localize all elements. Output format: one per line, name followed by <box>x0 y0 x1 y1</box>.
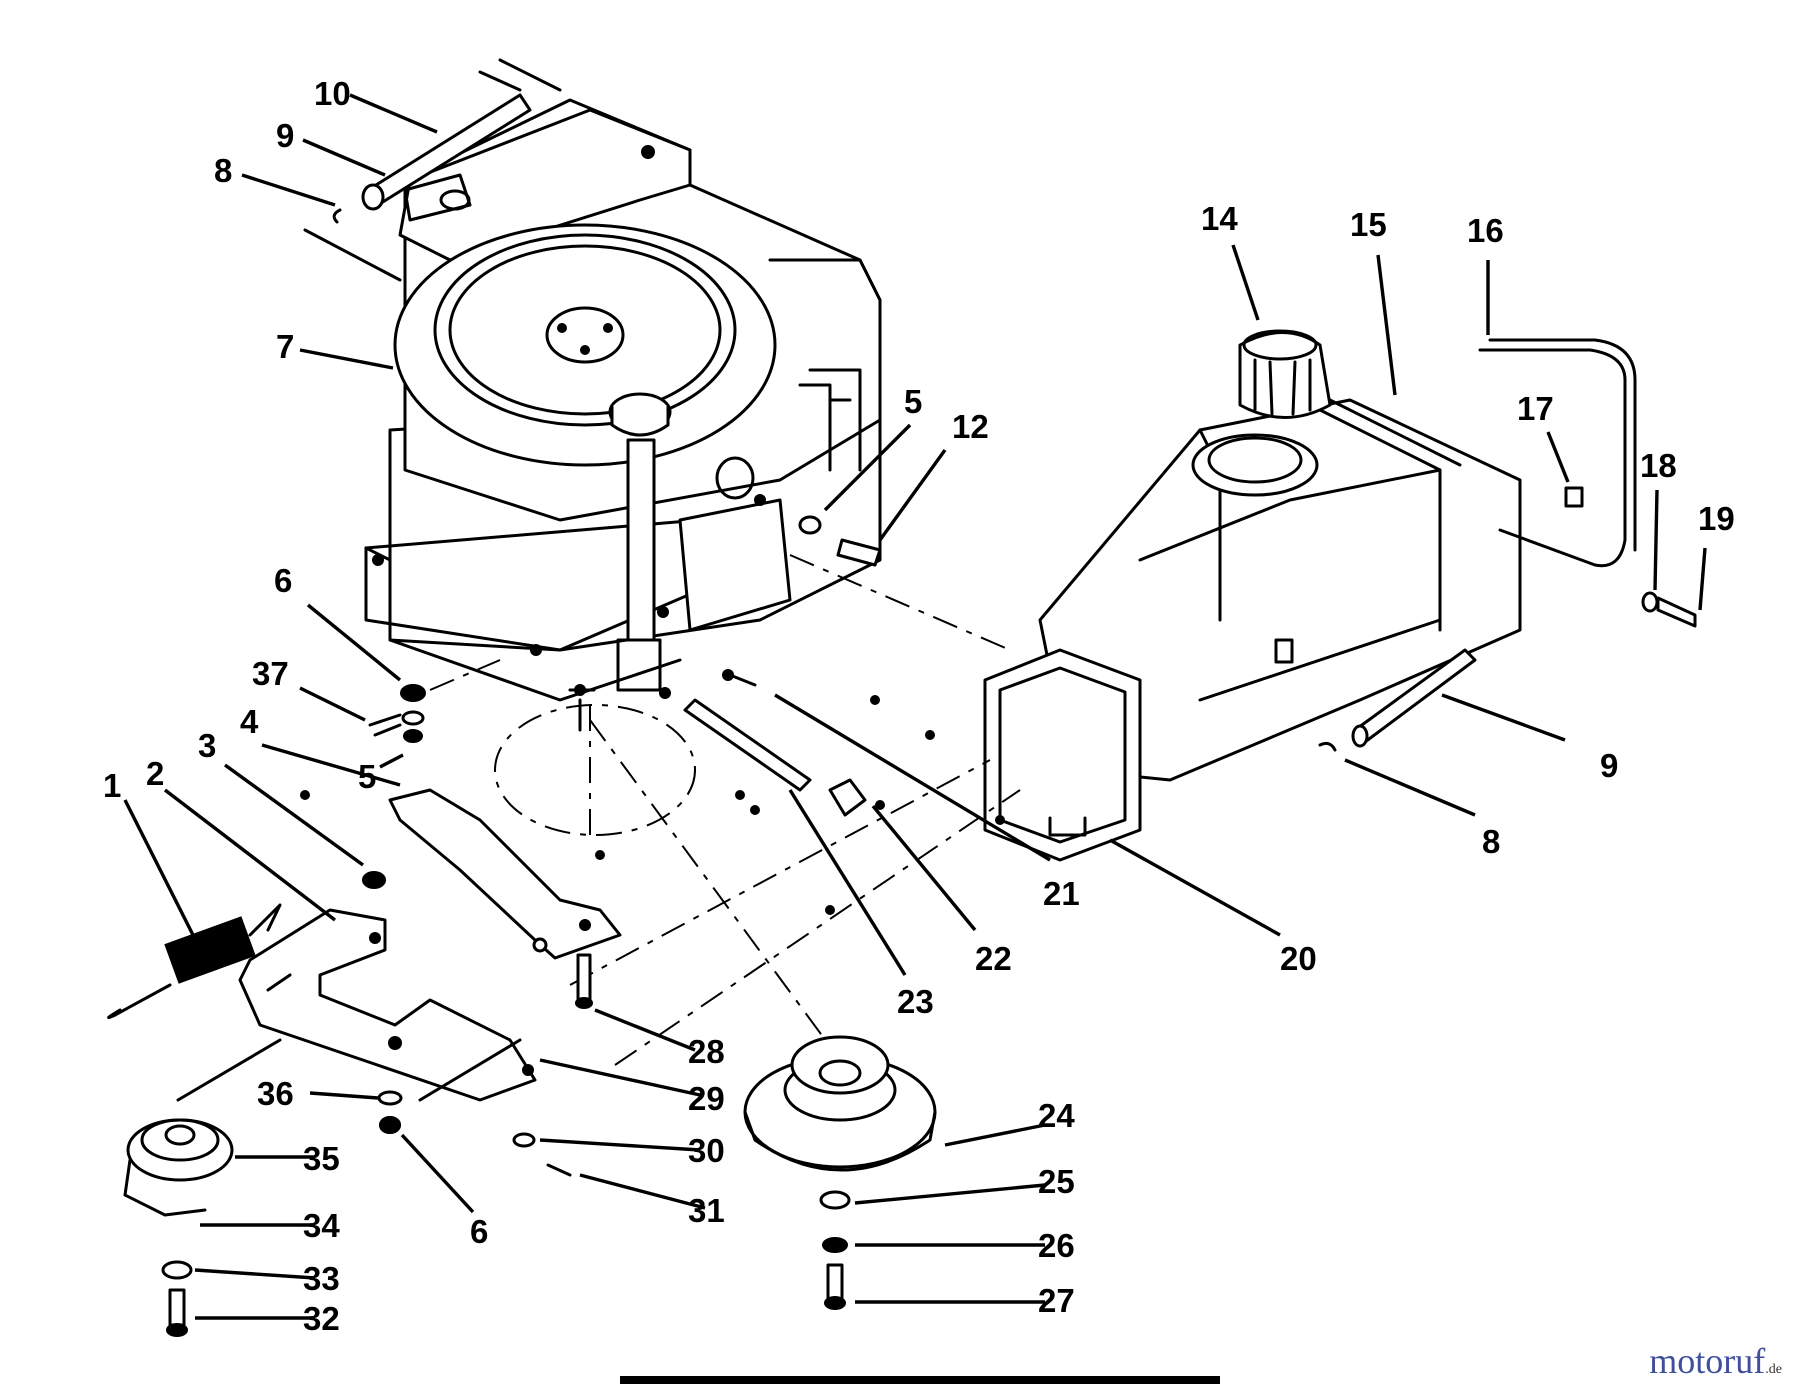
callout-label: 9 <box>276 117 294 154</box>
callout-label: 37 <box>252 655 289 692</box>
leader-lines <box>123 93 1707 1320</box>
engine-pulley <box>743 1035 937 1310</box>
callout-label: 5 <box>358 758 376 795</box>
callout-label: 36 <box>257 1075 294 1112</box>
callout-label: 14 <box>1201 200 1238 237</box>
callout-label: 27 <box>1038 1282 1075 1319</box>
callout-label: 19 <box>1698 500 1735 537</box>
spring-part-1 <box>107 903 282 1020</box>
callout-label: 22 <box>975 940 1012 977</box>
callout-label: 28 <box>688 1033 725 1070</box>
idler-pulley <box>123 1038 282 1337</box>
callout-label: 35 <box>303 1140 340 1177</box>
callout-label: 1 <box>103 767 121 804</box>
callout-label: 33 <box>303 1260 340 1297</box>
idler-arm <box>238 908 537 1102</box>
callout-label: 9 <box>1600 747 1618 784</box>
callout-numbers: 10 9 8 7 14 15 16 5 12 17 18 19 6 37 4 3… <box>103 75 1735 1337</box>
callout-label: 23 <box>897 983 934 1020</box>
callout-label: 7 <box>276 328 294 365</box>
throttle-cable <box>303 58 562 282</box>
callout-label: 17 <box>1517 390 1554 427</box>
callout-label: 2 <box>146 755 164 792</box>
bracket-4 <box>388 788 622 960</box>
engine <box>364 98 882 732</box>
cropped-title-fragment <box>620 1376 1220 1384</box>
callout-label: 31 <box>688 1192 725 1229</box>
watermark: motoruf.de <box>1649 1340 1782 1382</box>
callout-label: 30 <box>688 1132 725 1169</box>
callout-label: 6 <box>470 1213 488 1250</box>
callout-label: 34 <box>303 1207 340 1244</box>
callout-label: 25 <box>1038 1163 1075 1200</box>
callout-label: 3 <box>198 727 216 764</box>
callout-label: 21 <box>1043 875 1080 912</box>
callout-label: 4 <box>240 703 259 740</box>
callout-label: 32 <box>303 1300 340 1337</box>
callout-label: 8 <box>214 152 232 189</box>
watermark-text: motoruf <box>1649 1341 1766 1381</box>
callout-label: 15 <box>1350 206 1387 243</box>
callout-label: 10 <box>314 75 351 112</box>
callout-label: 16 <box>1467 212 1504 249</box>
fuel-tank <box>983 329 1697 862</box>
callout-label: 5 <box>904 383 922 420</box>
frame-plate <box>300 554 1021 1066</box>
callout-label: 24 <box>1038 1097 1075 1134</box>
callout-label: 29 <box>688 1080 725 1117</box>
callout-label: 26 <box>1038 1227 1075 1264</box>
callout-label: 18 <box>1640 447 1677 484</box>
callout-label: 20 <box>1280 940 1317 977</box>
watermark-suffix: .de <box>1765 1362 1782 1377</box>
callout-label: 12 <box>952 408 989 445</box>
callout-label: 8 <box>1482 823 1500 860</box>
callout-label: 6 <box>274 562 292 599</box>
small-hardware <box>362 515 882 1177</box>
